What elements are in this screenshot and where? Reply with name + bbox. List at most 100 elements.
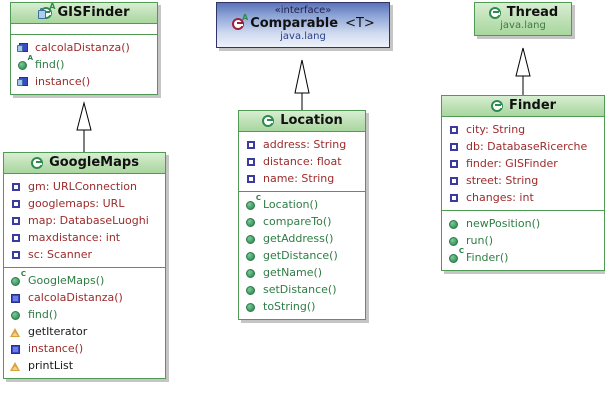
field-icon [10, 231, 23, 244]
member-label: instance() [28, 342, 84, 355]
location-header: Location [239, 111, 365, 132]
field-icon [10, 180, 23, 193]
class-box-googlemaps[interactable]: GoogleMaps gm: URLConnection googlemaps:… [3, 152, 166, 379]
finder-header: Finder [442, 96, 604, 117]
member-row[interactable]: distance: float [245, 153, 361, 170]
constructor-icon: C [245, 194, 261, 211]
member-label: getName() [263, 266, 323, 279]
class-icon [261, 113, 276, 128]
member-row[interactable]: sc: Scanner [10, 246, 161, 263]
member-row[interactable]: address: String [245, 136, 361, 153]
gisfinder-header: A GISFinder [11, 3, 157, 24]
class-box-thread[interactable]: Thread java.lang [474, 2, 572, 36]
member-row[interactable]: db: DatabaseRicerche [448, 138, 600, 155]
public-method-icon [448, 234, 461, 247]
member-label: googlemaps: URL [28, 197, 125, 210]
member-label: calcolaDistanza() [35, 41, 130, 54]
public-method-icon [245, 283, 258, 296]
field-icon [448, 157, 461, 170]
googlemaps-methods: C GoogleMaps() calcolaDistanza() find() … [4, 268, 165, 378]
constructor-marker: C [255, 194, 261, 202]
location-attributes: address: String distance: float name: St… [239, 132, 365, 192]
member-row[interactable]: calcolaDistanza() [17, 39, 153, 56]
class-box-finder[interactable]: Finder city: String db: DatabaseRicerche… [441, 95, 605, 271]
member-label: getIterator [28, 325, 88, 338]
abstract-marker: A [49, 2, 56, 11]
arrowhead-thread [515, 47, 531, 77]
member-row[interactable]: compareTo() [245, 213, 361, 230]
field-icon [448, 140, 461, 153]
member-label: Finder() [466, 251, 509, 264]
member-row[interactable]: street: String [448, 172, 600, 189]
googlemaps-title: GoogleMaps [49, 154, 139, 170]
private-static-method-icon [17, 41, 30, 54]
member-row[interactable]: run() [448, 232, 600, 249]
member-label: newPosition() [466, 217, 541, 230]
member-row[interactable]: gm: URLConnection [10, 178, 161, 195]
thread-package: java.lang [500, 20, 546, 31]
field-icon [245, 155, 258, 168]
finder-attributes: city: String db: DatabaseRicerche finder… [442, 117, 604, 211]
member-label: toString() [263, 300, 316, 313]
member-label: printList [28, 359, 74, 372]
member-row[interactable]: setDistance() [245, 281, 361, 298]
member-row[interactable]: getIterator [10, 323, 161, 340]
class-box-location[interactable]: Location address: String distance: float… [238, 110, 366, 320]
member-label: GoogleMaps() [28, 274, 105, 287]
member-row[interactable]: getDistance() [245, 247, 361, 264]
public-method-icon [245, 232, 258, 245]
abstract-marker: A [242, 13, 249, 22]
static-method-icon [10, 342, 23, 355]
googlemaps-header: GoogleMaps [4, 153, 165, 174]
member-label: distance: float [263, 155, 342, 168]
stereotype-label: «interface» [274, 5, 332, 16]
member-row[interactable]: toString() [245, 298, 361, 315]
member-row[interactable]: getName() [245, 264, 361, 281]
member-row[interactable]: C Location() [245, 194, 361, 213]
member-row[interactable]: newPosition() [448, 215, 600, 232]
member-label: street: String [466, 174, 539, 187]
gisfinder-methods: calcolaDistanza() A find() instance() [11, 35, 157, 94]
member-label: city: String [466, 123, 526, 136]
location-methods: C Location() compareTo() getAddress() ge… [239, 192, 365, 319]
interface-box-comparable[interactable]: «interface» A Comparable <T> java.lang [216, 2, 390, 48]
member-row[interactable]: city: String [448, 121, 600, 138]
field-icon [448, 191, 461, 204]
member-label: name: String [263, 172, 335, 185]
field-icon [245, 172, 258, 185]
member-label: sc: Scanner [28, 248, 92, 261]
gisfinder-attributes [11, 24, 157, 35]
abstract-class-icon: A [37, 2, 56, 20]
member-row[interactable]: calcolaDistanza() [10, 289, 161, 306]
comparable-title: Comparable [250, 15, 339, 31]
member-label: compareTo() [263, 215, 332, 228]
field-icon [10, 197, 23, 210]
class-icon [488, 5, 503, 20]
comparable-generic: <T> [345, 15, 375, 31]
member-row[interactable]: instance() [10, 340, 161, 357]
member-row[interactable]: find() [10, 306, 161, 323]
field-icon [448, 174, 461, 187]
member-row[interactable]: printList [10, 357, 161, 374]
thread-header: Thread java.lang [475, 3, 571, 35]
class-box-gisfinder[interactable]: A GISFinder calcolaDistanza() A find() i… [10, 2, 158, 95]
member-row[interactable]: changes: int [448, 189, 600, 206]
member-row[interactable]: instance() [17, 73, 153, 90]
public-method-icon [10, 308, 23, 321]
member-row[interactable]: name: String [245, 170, 361, 187]
protected-method-icon [10, 325, 23, 338]
member-label: finder: GISFinder [466, 157, 558, 170]
member-row[interactable]: finder: GISFinder [448, 155, 600, 172]
constructor-icon: C [448, 248, 464, 264]
member-row[interactable]: map: DatabaseLuoghi [10, 212, 161, 229]
member-row[interactable]: maxdistance: int [10, 229, 161, 246]
member-row[interactable]: googlemaps: URL [10, 195, 161, 212]
member-row[interactable]: A find() [17, 55, 153, 73]
location-title: Location [280, 112, 343, 128]
public-method-icon [245, 249, 258, 262]
member-row[interactable]: C GoogleMaps() [10, 271, 161, 289]
member-label: run() [466, 234, 494, 247]
member-row[interactable]: C Finder() [448, 248, 600, 266]
member-row[interactable]: getAddress() [245, 230, 361, 247]
